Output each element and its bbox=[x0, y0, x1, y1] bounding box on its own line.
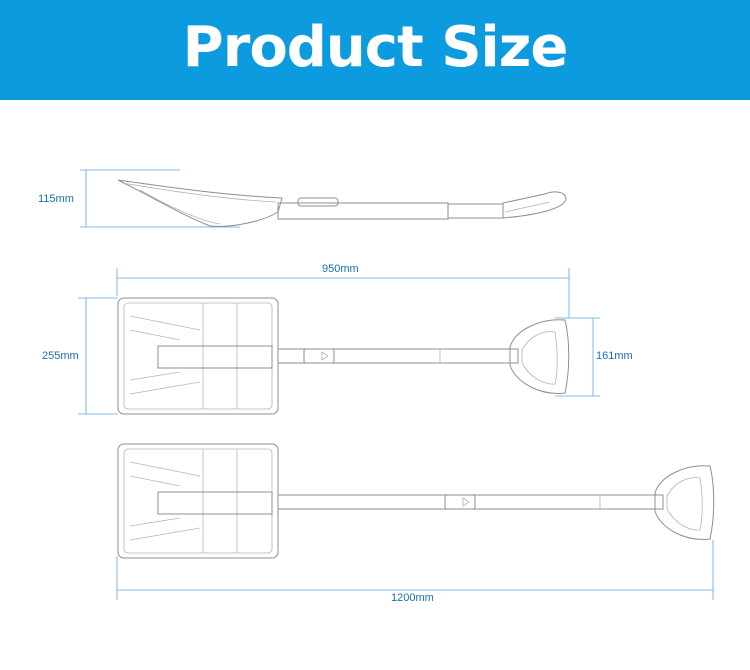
dimension-255mm-label: 255mm bbox=[42, 350, 79, 362]
dimension-115mm-label: 115mm bbox=[38, 193, 74, 205]
dimension-161mm-label: 161mm bbox=[596, 350, 633, 362]
header-banner: Product Size bbox=[0, 0, 750, 100]
page-title: Product Size bbox=[182, 15, 569, 80]
shovel-top-view-retracted bbox=[78, 268, 600, 415]
shovel-top-view-extended bbox=[116, 443, 715, 600]
shovel-side-view bbox=[80, 169, 567, 228]
dimension-1200mm-label: 1200mm bbox=[391, 592, 434, 604]
dimension-950mm-label: 950mm bbox=[322, 263, 359, 275]
product-size-drawing: 115mm 950mm 255mm 161mm 1200mm bbox=[38, 169, 715, 604]
